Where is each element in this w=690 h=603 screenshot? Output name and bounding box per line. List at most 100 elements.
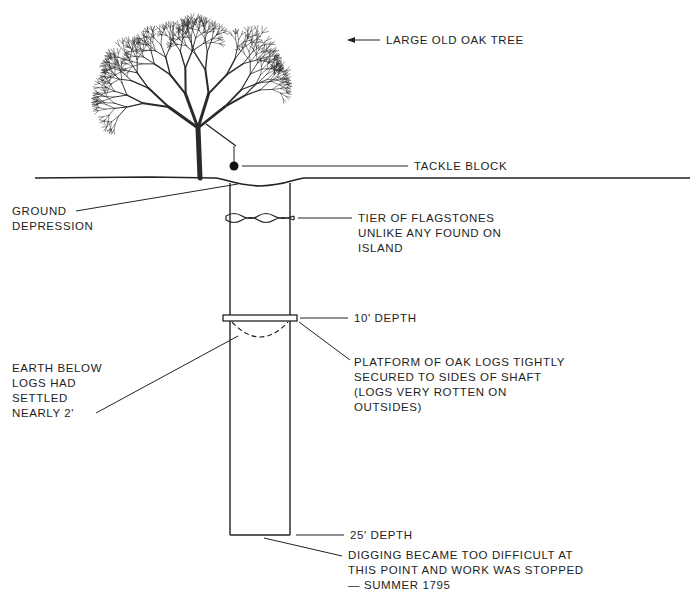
tree-branch: [104, 76, 109, 78]
tree-branch: [96, 105, 97, 110]
tree-branch: [102, 120, 105, 123]
tree-branch: [220, 41, 225, 44]
tree-branch: [279, 80, 283, 85]
tree-branch: [111, 116, 118, 122]
tree-branch: [195, 19, 196, 24]
tree-branch: [199, 18, 202, 23]
tree-branch: [94, 97, 99, 99]
tree-branch: [133, 62, 142, 64]
tree-branch: [281, 87, 287, 88]
tree-branch: [174, 32, 176, 36]
tree-branch: [173, 22, 176, 26]
tree-branch: [232, 35, 236, 40]
tree-branch: [220, 44, 224, 47]
tree-branch: [109, 108, 115, 115]
tree-branch: [104, 102, 114, 104]
tree-branch: [186, 21, 187, 26]
tree-branch: [242, 48, 244, 54]
tree-branch: [241, 43, 243, 48]
tree-branch: [255, 26, 257, 32]
tree-branch: [242, 32, 245, 34]
tree-branch: [112, 79, 119, 84]
tree-branch: [97, 101, 104, 103]
tree-branch: [102, 81, 105, 87]
tree-branch: [135, 44, 136, 51]
tree-branch: [151, 26, 153, 31]
tree-branch: [284, 77, 288, 80]
tree-branch: [256, 48, 257, 55]
tree-branch: [181, 23, 183, 27]
tree-branch: [262, 41, 264, 45]
tree-branch: [213, 40, 219, 43]
tree-branch: [129, 43, 131, 47]
tree-branch: [200, 17, 202, 22]
tree-branch: [123, 64, 127, 67]
tree-branch: [114, 91, 127, 95]
tree-branch: [104, 97, 114, 101]
tree-branch: [207, 29, 214, 34]
tree-branch: [160, 36, 162, 45]
tree-branch: [98, 109, 105, 111]
tree-branch: [103, 78, 108, 80]
tree-branch: [286, 96, 289, 99]
tree-branch: [129, 54, 135, 56]
tree-branch: [269, 77, 277, 81]
tree-branch: [209, 75, 227, 94]
tree-branch: [280, 71, 284, 73]
tree-branch: [278, 74, 284, 77]
tree-branch: [236, 29, 238, 34]
tree-branch: [166, 57, 170, 74]
tree-branch: [105, 108, 114, 110]
tree-branch: [192, 14, 194, 19]
tree-branch: [252, 40, 255, 44]
tree-branch: [102, 70, 108, 72]
tree-branch: [167, 28, 170, 35]
tree-branch: [170, 75, 186, 95]
tree-branch: [99, 81, 104, 82]
tree-branch: [276, 58, 281, 60]
tree-branch: [182, 32, 187, 40]
tree-branch: [99, 77, 104, 78]
tree-branch: [92, 101, 96, 104]
tree-branch: [283, 99, 284, 104]
tree-branch: [186, 33, 191, 41]
tree-branch: [213, 43, 220, 44]
tree-branch: [112, 59, 118, 63]
tree-branch: [108, 75, 115, 78]
tree-branch: [177, 21, 179, 26]
tree-branch: [126, 37, 128, 43]
tree-branch: [177, 27, 180, 30]
tree-branch: [137, 47, 140, 49]
tree-branch: [93, 86, 99, 88]
leader-lines: [76, 40, 408, 556]
tree-branch: [218, 38, 222, 40]
tree-branch: [108, 122, 110, 126]
tree-branch: [265, 42, 268, 45]
tree-branch: [123, 43, 125, 51]
tree-branch: [114, 103, 126, 107]
tree-branch: [121, 63, 126, 64]
tree-branch: [164, 25, 165, 29]
tree-branch: [195, 24, 199, 30]
tree-branch: [218, 32, 224, 34]
tree-branch: [186, 94, 198, 128]
shaft-bottom: [230, 534, 290, 535]
tree-branch: [287, 92, 291, 93]
tree-branch: [256, 31, 257, 40]
depression-label: GROUND DEPRESSION: [12, 204, 97, 234]
tree-branch: [287, 83, 291, 84]
tree-branch: [92, 99, 97, 102]
tree-branch: [142, 35, 147, 37]
tree-branch: [192, 29, 195, 38]
tree-branch: [262, 31, 268, 32]
tree-branch: [180, 32, 184, 37]
tree-branch: [257, 43, 259, 47]
tree-branch: [141, 37, 146, 39]
tree-branch: [279, 82, 285, 85]
tree-branch: [146, 34, 148, 38]
shaft-wall: [289, 183, 290, 535]
tree-branch: [199, 30, 205, 38]
tree-branch: [121, 71, 131, 81]
tree-branch: [112, 130, 114, 134]
tree-branch: [110, 59, 114, 65]
